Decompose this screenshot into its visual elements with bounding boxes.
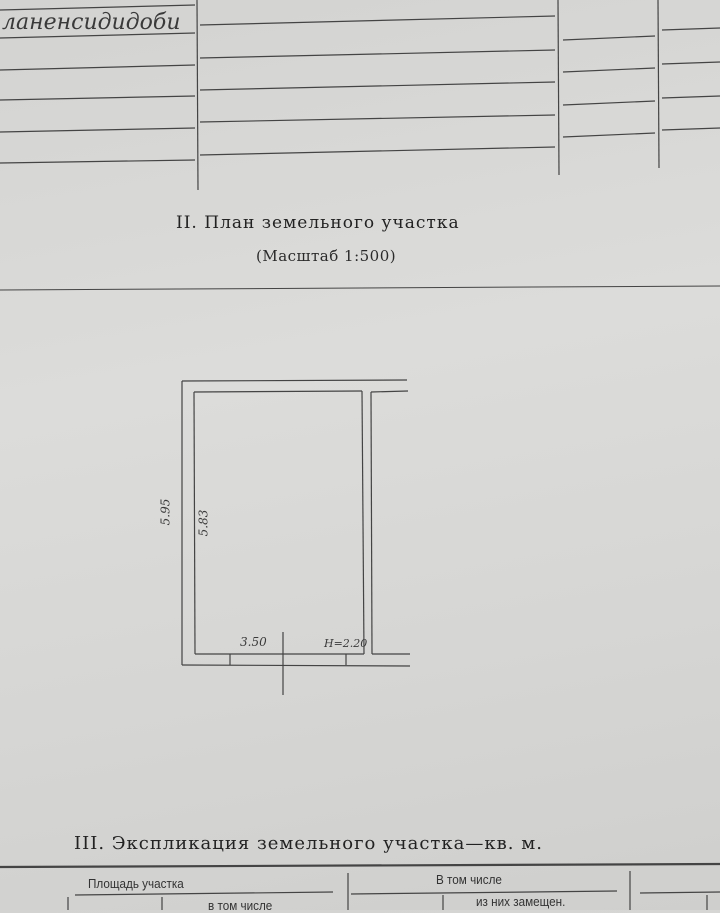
section-2-title: II. План земельного участка <box>176 213 460 233</box>
sub-of-them-header: из них замещен. <box>476 894 566 909</box>
plan-scale: (Масштаб 1:500) <box>256 247 397 265</box>
sub-including-header: в том числе <box>208 898 273 913</box>
dim-bottom: 3.50 <box>240 635 267 649</box>
dim-outer-left: 5.95 <box>158 498 173 526</box>
height-label: H=2.20 <box>324 637 368 650</box>
col-area-header: Площадь участка <box>88 876 184 891</box>
dim-inner-left: 5.83 <box>196 509 211 537</box>
section-3-title: III. Экспликация земельного участка—кв. … <box>74 833 543 854</box>
handwritten-entry: ланенсидидоби <box>2 10 181 35</box>
col-including-header: В том числе <box>436 872 502 887</box>
